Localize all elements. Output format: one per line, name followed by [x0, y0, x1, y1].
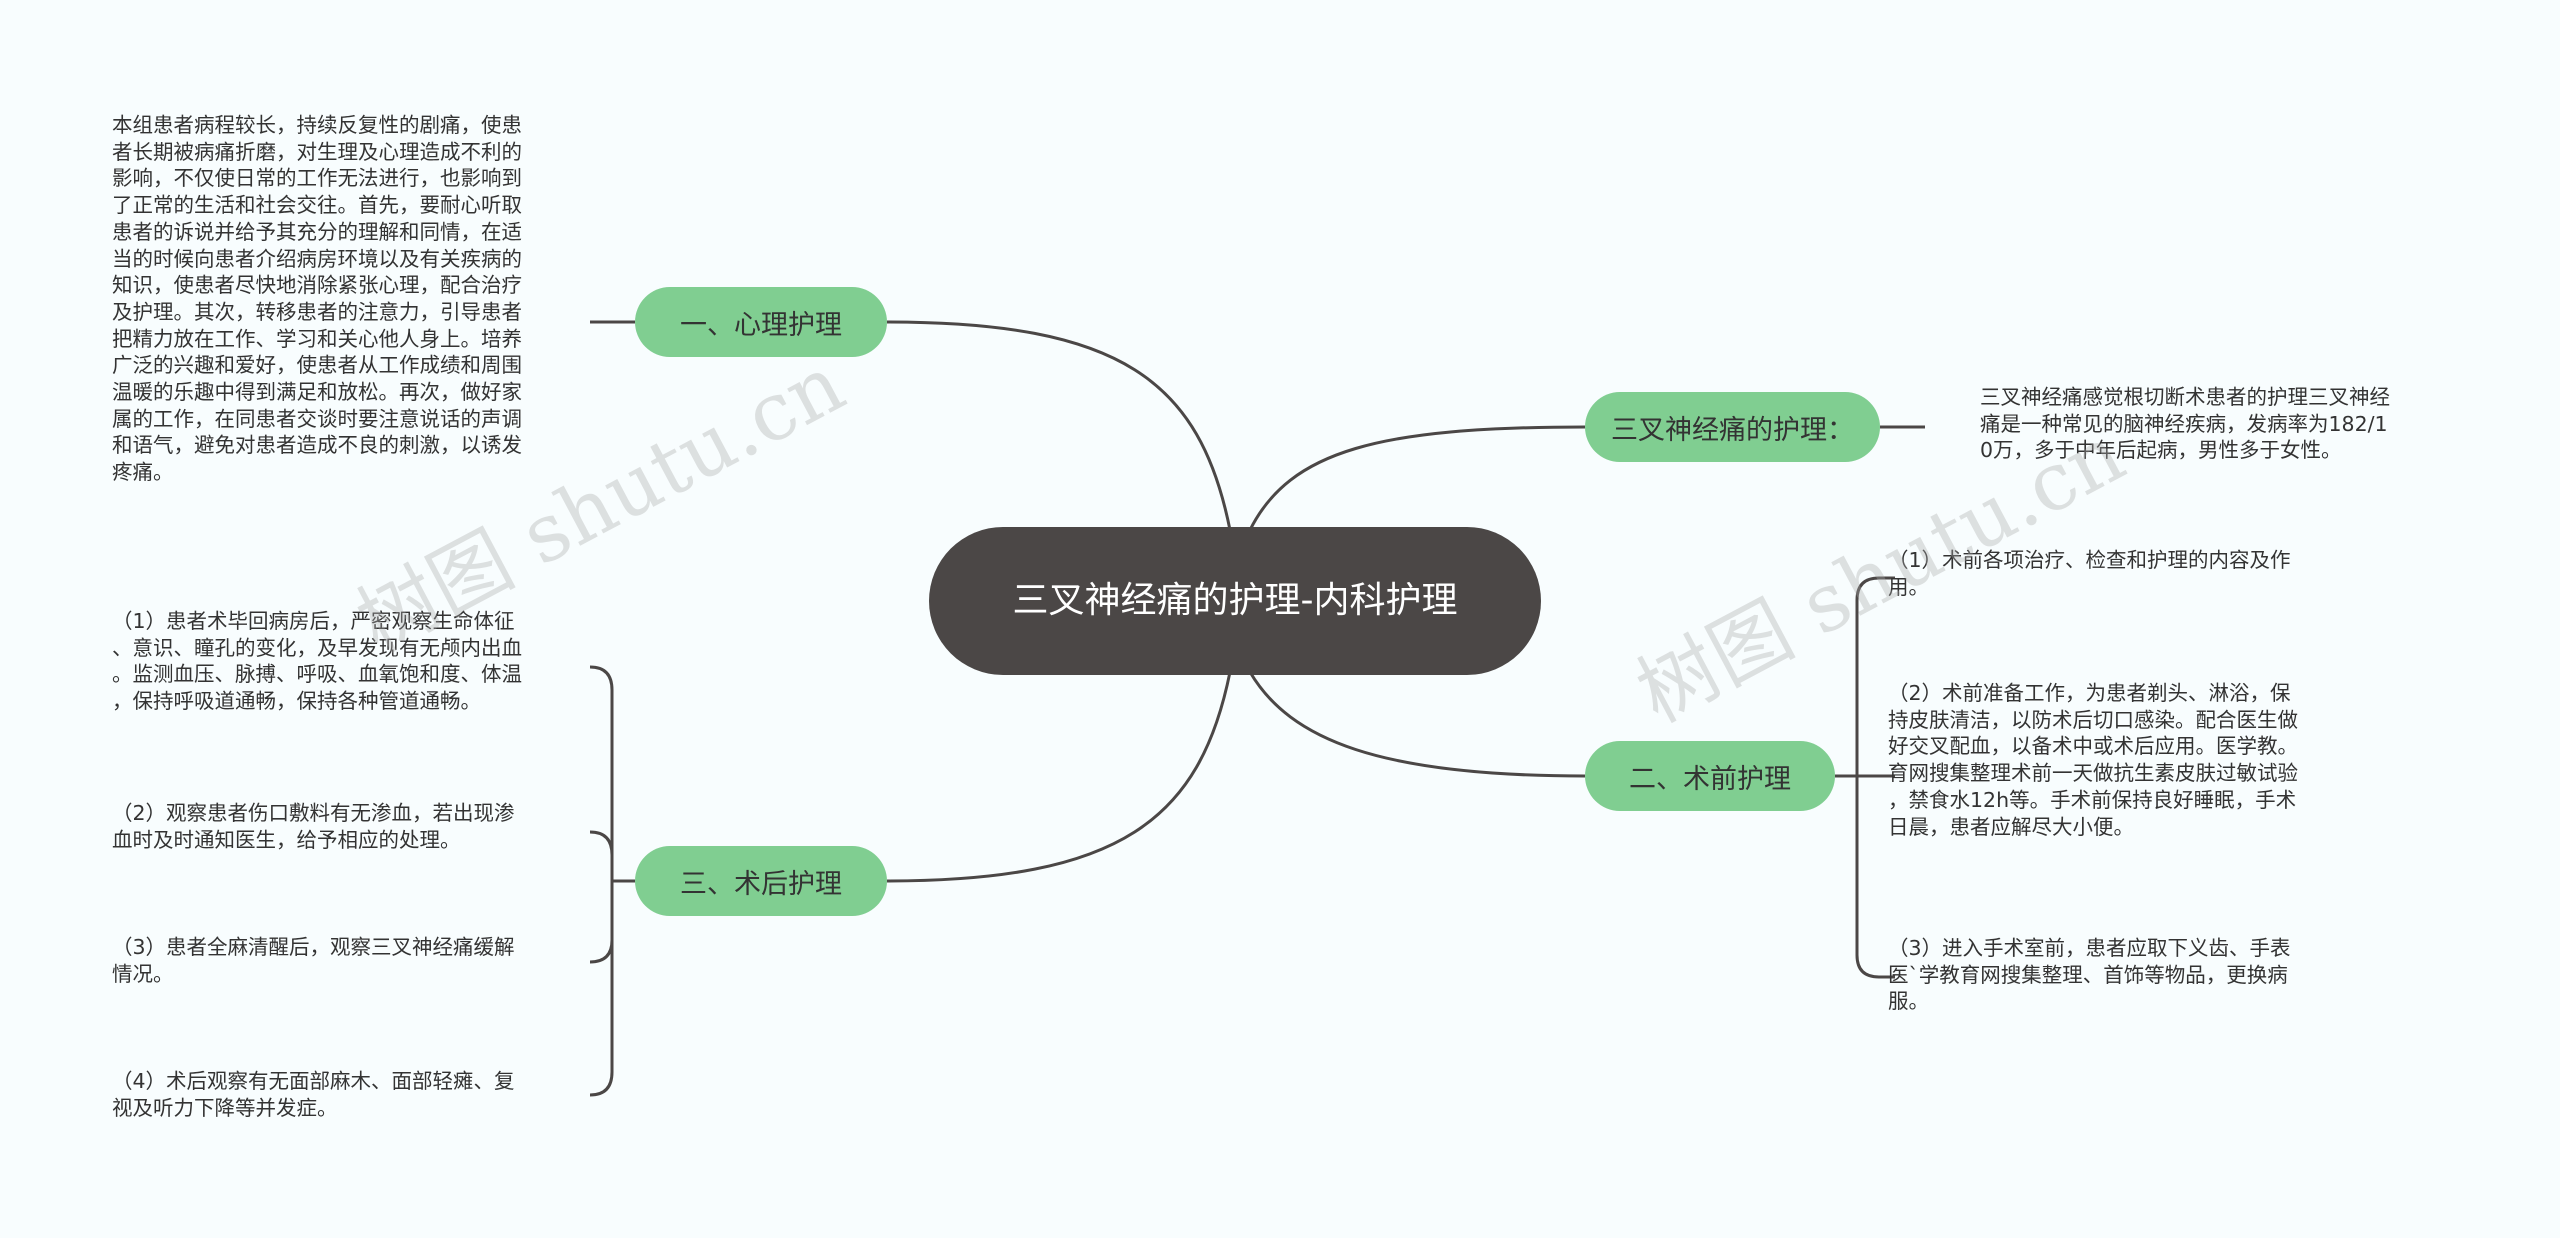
leaf-psych-text[interactable]: 本组患者病程较长，持续反复性的剧痛，使患 者长期被病痛折磨，对生理及心理造成不利…	[112, 113, 522, 485]
leaf-preop-3[interactable]: （3）进入手术室前，患者应取下义齿、手表 医`学教育网搜集整理、首饰等物品，更换…	[1888, 936, 2291, 1014]
link-postop-leaf2	[589, 830, 614, 881]
leaf-preop-2[interactable]: （2）术前准备工作，为患者剃头、淋浴，保 持皮肤清洁，以防术后切口感染。配合医生…	[1888, 681, 2298, 839]
branch-preop-label: 二、术前护理	[1629, 763, 1791, 795]
leaf-postop-1[interactable]: （1）患者术毕回病房后，严密观察生命体征 、意识、瞳孔的变化，及早发现有无颅内出…	[112, 609, 522, 714]
branch-preop-care[interactable]: 二、术前护理	[1585, 741, 1835, 811]
link-root-psych	[886, 320, 1232, 531]
root-topic-label: 三叉神经痛的护理-内科护理	[1012, 580, 1458, 621]
branch-intro-label: 三叉神经痛的护理：	[1611, 414, 1854, 446]
link-root-intro	[1248, 425, 1586, 531]
leaf-postop-4[interactable]: （4）术后观察有无面部麻木、面部轻瘫、复 视及听力下降等并发症。	[112, 1069, 515, 1120]
link-preop-leaf3	[1855, 776, 1895, 979]
branch-psych-care[interactable]: 一、心理护理	[635, 287, 887, 357]
branch-intro[interactable]: 三叉神经痛的护理：	[1585, 392, 1880, 462]
root-topic[interactable]: 三叉神经痛的护理-内科护理	[929, 527, 1541, 675]
link-preop-leaf1	[1855, 576, 1895, 776]
link-root-preop	[1248, 671, 1586, 778]
leaf-postop-2[interactable]: （2）观察患者伤口敷料有无渗血，若出现渗 血时及时通知医生，给予相应的处理。	[112, 801, 515, 852]
branch-psych-label: 一、心理护理	[680, 309, 842, 341]
leaf-postop-3[interactable]: （3）患者全麻清醒后，观察三叉神经痛缓解 情况。	[112, 935, 515, 986]
leaf-preop-1[interactable]: （1）术前各项治疗、检查和护理的内容及作 用。	[1888, 548, 2291, 599]
link-root-postop	[886, 671, 1232, 883]
link-postop-leaf4	[589, 881, 614, 1097]
branch-postop-care[interactable]: 三、术后护理	[635, 846, 887, 916]
branch-postop-label: 三、术后护理	[680, 868, 842, 900]
link-postop-leaf1	[589, 665, 614, 881]
leaf-intro-text[interactable]: 三叉神经痛感觉根切断术患者的护理三叉神经 痛是一种常见的脑神经疾病，发病率为18…	[1980, 385, 2390, 463]
link-postop-leaf3	[589, 881, 614, 964]
